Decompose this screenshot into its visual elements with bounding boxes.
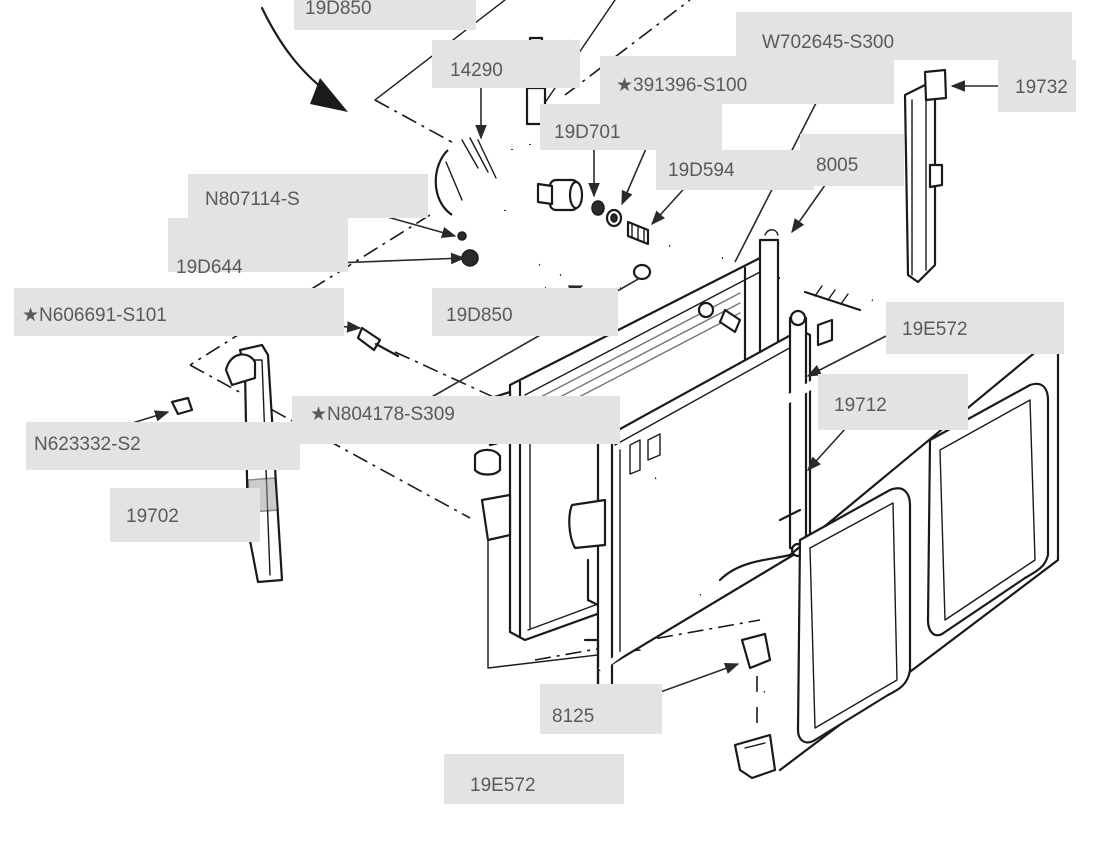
callout-N807114-S: N807114-S [205,189,300,210]
line-art [170,0,1060,798]
callout-19702: 19702 [126,506,179,527]
callout-8125: 8125 [552,706,594,727]
callout-N606691-S101: ★N606691-S101 [22,305,167,326]
callout-14290: 14290 [450,60,503,81]
callout-19D850-top: 19D850 [305,0,372,19]
hose-14290 [434,136,511,216]
upper-hose [668,242,875,312]
seal-19E572-lower [611,688,767,798]
nut-icon [170,396,194,416]
callout-391396-S100: ★391396-S100 [616,75,747,96]
front-panel [598,338,1060,772]
callout-19D850-mid: 19D850 [446,305,513,326]
fittings-row [457,178,652,281]
callout-19D701: 19D701 [554,122,621,143]
callout-19712: 19712 [834,395,887,416]
callout-W702645-S300: W702645-S300 [762,32,894,53]
callout-19D644: 19D644 [176,257,243,278]
callout-19732: 19732 [1015,77,1068,98]
callout-N804178-S309: ★N804178-S309 [310,404,455,425]
callout-19D594: 19D594 [668,160,735,181]
seal-19E572-upper [653,376,823,482]
callout-19E572-top: 19E572 [902,319,968,340]
bracket-19732 [903,68,948,284]
callout-8005: 8005 [816,155,858,176]
callout-labels: 19D850 14290 W702645-S300 ★391396-S100 1… [14,0,1076,804]
screw-icon [356,326,400,358]
direction-arrow-icon [260,6,348,112]
callout-N623332-S2: N623332-S2 [34,434,141,455]
bracket-8125 [733,632,777,780]
callout-19E572-bottom: 19E572 [470,775,536,796]
